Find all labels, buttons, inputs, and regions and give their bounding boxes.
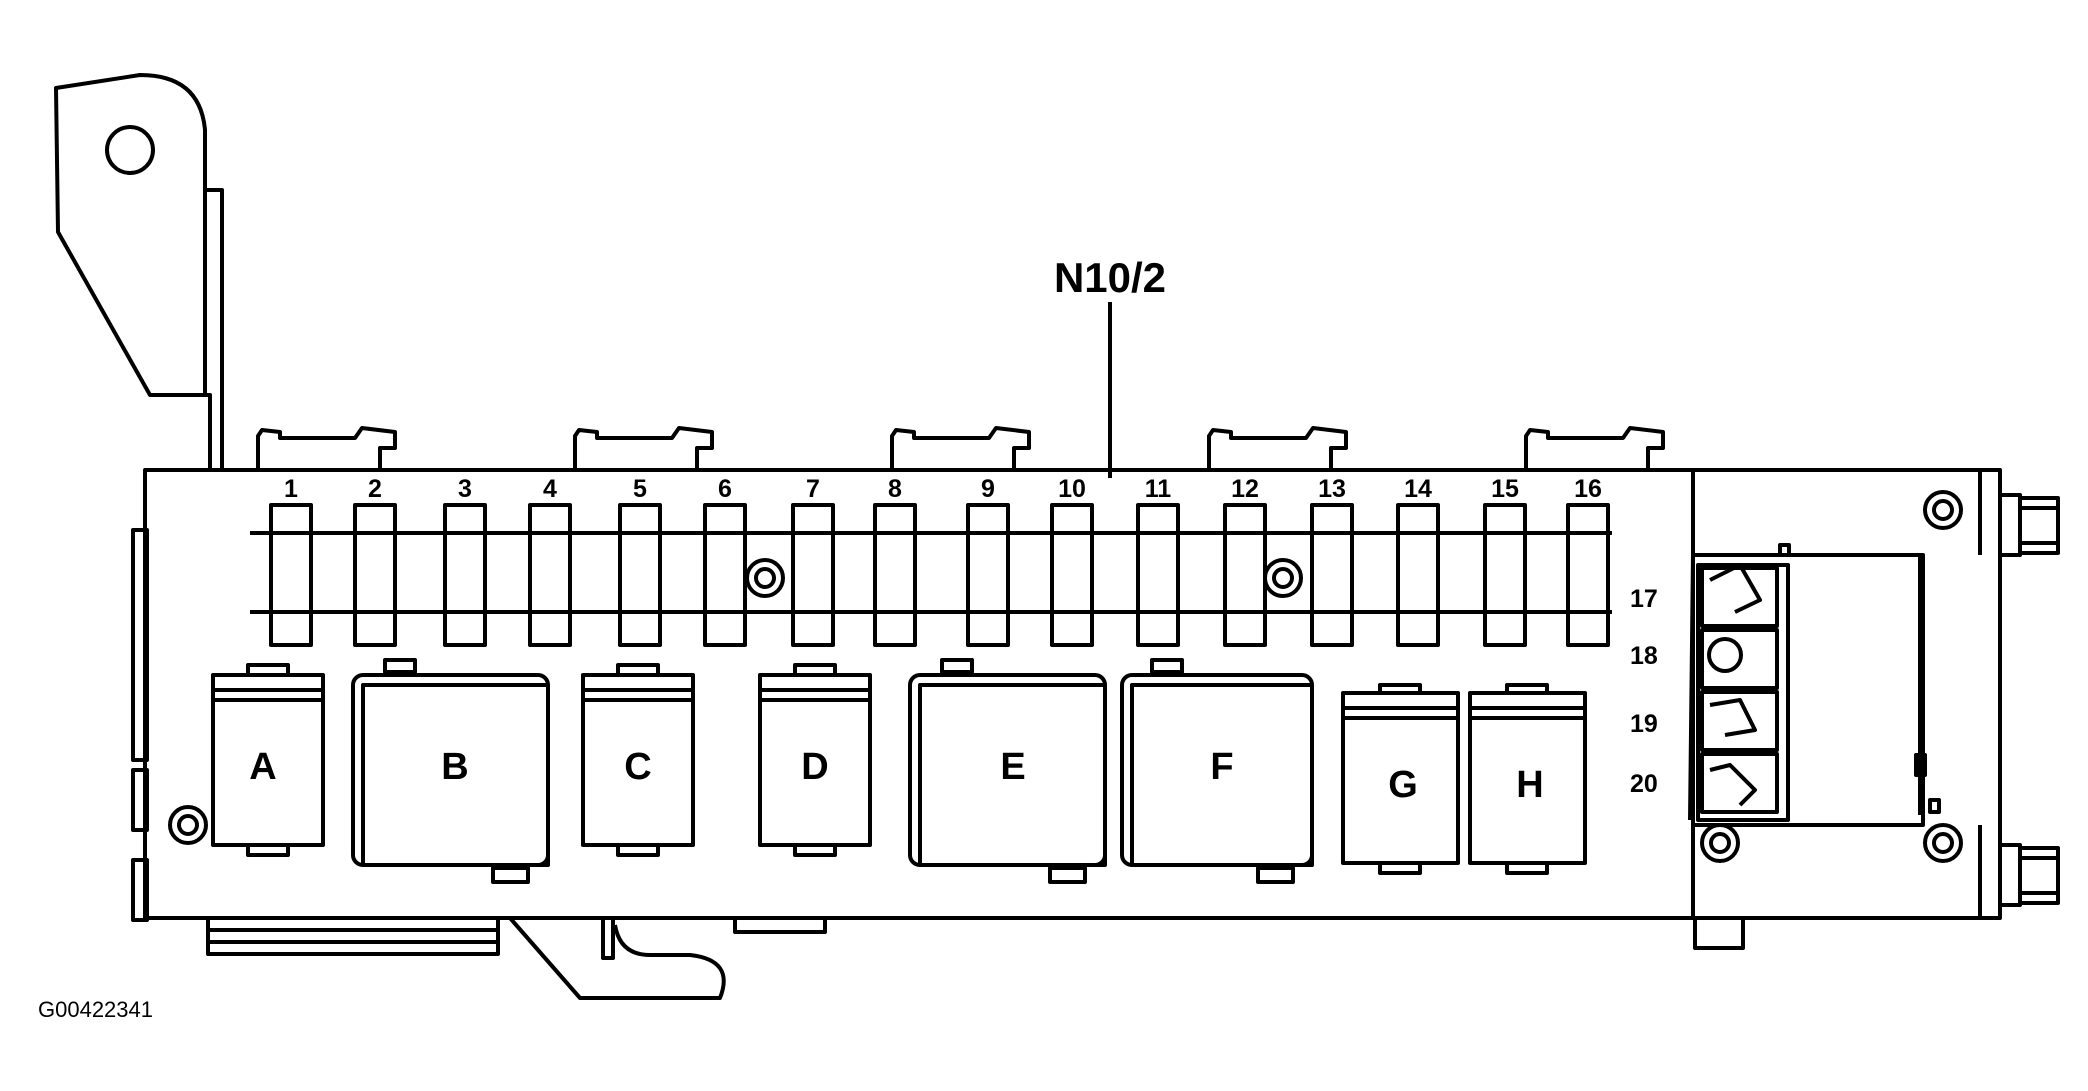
fuse-number-2: 2 bbox=[368, 475, 382, 503]
relay-c[interactable] bbox=[581, 663, 695, 857]
fuse-8[interactable] bbox=[873, 503, 917, 647]
relay-label-g: G bbox=[1388, 764, 1418, 806]
fuse-15[interactable] bbox=[1483, 503, 1527, 647]
fuse-13[interactable] bbox=[1310, 503, 1354, 647]
component-label: N10/2 bbox=[1054, 254, 1166, 301]
fuse-number-6: 6 bbox=[718, 475, 732, 503]
fuse-10[interactable] bbox=[1050, 503, 1094, 647]
relay-d[interactable] bbox=[758, 663, 872, 857]
fuse-rail bbox=[250, 531, 1612, 614]
fuse-number-15: 15 bbox=[1491, 475, 1519, 503]
relay-label-f: F bbox=[1210, 746, 1233, 788]
side-fuse-number-19: 19 bbox=[1630, 710, 1658, 738]
fuse-3[interactable] bbox=[443, 503, 487, 647]
fuse-number-4: 4 bbox=[543, 475, 557, 503]
fuse-6[interactable] bbox=[703, 503, 747, 647]
side-fuse-number-labels: 17 18 19 20 bbox=[1630, 585, 1658, 798]
fuse-number-14: 14 bbox=[1404, 475, 1432, 503]
top-clips bbox=[256, 426, 1665, 470]
relay-label-e: E bbox=[1000, 746, 1025, 788]
fuse-2[interactable] bbox=[353, 503, 397, 647]
fuse-7[interactable] bbox=[791, 503, 835, 647]
fuse-number-3: 3 bbox=[458, 475, 472, 503]
relay-b[interactable] bbox=[351, 658, 550, 884]
fuse-4[interactable] bbox=[528, 503, 572, 647]
relay-g[interactable] bbox=[1341, 683, 1460, 875]
fuse-number-7: 7 bbox=[806, 475, 820, 503]
housing-screws bbox=[168, 490, 1963, 863]
fuse-number-1: 1 bbox=[284, 475, 298, 503]
fuse-number-12: 12 bbox=[1231, 475, 1259, 503]
relay-label-a: A bbox=[249, 746, 276, 788]
figure-id: G00422341 bbox=[38, 997, 153, 1022]
fuse-1[interactable] bbox=[269, 503, 313, 647]
relay-h[interactable] bbox=[1468, 683, 1587, 875]
side-fuse-number-18: 18 bbox=[1630, 642, 1658, 670]
relay-label-c: C bbox=[624, 746, 651, 788]
side-fuse-module bbox=[1688, 470, 2060, 918]
side-fuse-number-20: 20 bbox=[1630, 770, 1658, 798]
fuse-number-13: 13 bbox=[1318, 475, 1346, 503]
side-fuse-19[interactable] bbox=[1700, 690, 1779, 752]
relay-label-d: D bbox=[801, 746, 828, 788]
fuse-16[interactable] bbox=[1566, 503, 1610, 647]
fuse-12[interactable] bbox=[1223, 503, 1267, 647]
relay-a[interactable] bbox=[211, 663, 325, 857]
fuse-number-5: 5 bbox=[633, 475, 647, 503]
fuse-number-8: 8 bbox=[888, 475, 902, 503]
side-fuse-20[interactable] bbox=[1700, 752, 1779, 814]
fuse-row bbox=[269, 503, 1610, 647]
relay-label-b: B bbox=[441, 746, 468, 788]
fuse-5[interactable] bbox=[618, 503, 662, 647]
fuse-9[interactable] bbox=[966, 503, 1010, 647]
side-fuse-18[interactable] bbox=[1700, 628, 1779, 690]
relay-e[interactable] bbox=[908, 658, 1107, 884]
relay-labels: A B C D E F G H bbox=[249, 746, 1543, 806]
fuse-11[interactable] bbox=[1136, 503, 1180, 647]
mounting-bracket bbox=[54, 73, 224, 472]
fuse-number-9: 9 bbox=[981, 475, 995, 503]
fuse-number-11: 11 bbox=[1145, 475, 1172, 503]
side-fuse-number-17: 17 bbox=[1630, 585, 1658, 613]
relay-row bbox=[211, 658, 1587, 884]
relay-label-h: H bbox=[1516, 764, 1543, 806]
fuse-number-labels: 1 2 3 4 5 6 7 8 9 10 11 12 13 14 15 16 bbox=[284, 475, 1602, 503]
fuse-box-housing bbox=[131, 468, 2002, 1000]
fuse-number-16: 16 bbox=[1574, 475, 1602, 503]
relay-f[interactable] bbox=[1120, 658, 1314, 884]
fuse-number-10: 10 bbox=[1058, 475, 1086, 503]
fuse-14[interactable] bbox=[1396, 503, 1440, 647]
